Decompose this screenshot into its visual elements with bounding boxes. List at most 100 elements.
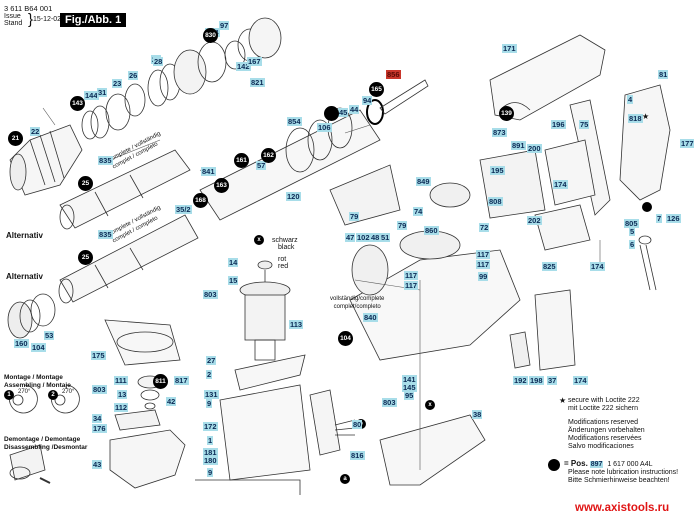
- callout-174-c[interactable]: 174: [573, 376, 588, 385]
- callout-835-b[interactable]: 835: [98, 230, 113, 239]
- callout-14[interactable]: 14: [228, 258, 239, 267]
- callout-1[interactable]: 1: [207, 436, 214, 445]
- callout-117-b[interactable]: 117: [476, 260, 491, 269]
- callout-181[interactable]: 181: [203, 448, 218, 457]
- callout-161[interactable]: 161: [234, 153, 249, 168]
- callout-200[interactable]: 200: [527, 144, 542, 153]
- callout-175[interactable]: 175: [91, 351, 106, 360]
- callout-830[interactable]: 830: [203, 28, 218, 43]
- callout-145[interactable]: 145: [402, 383, 417, 392]
- callout-803-c[interactable]: 803: [382, 398, 397, 407]
- callout-43[interactable]: 43: [92, 460, 103, 469]
- callout-25-a[interactable]: 25: [78, 176, 93, 191]
- callout-74[interactable]: 74: [413, 207, 424, 216]
- callout-849[interactable]: 849: [416, 177, 431, 186]
- callout-195[interactable]: 195: [490, 166, 505, 175]
- callout-805[interactable]: 805: [624, 219, 639, 228]
- callout-97[interactable]: 97: [219, 21, 230, 30]
- callout-117-d[interactable]: 117: [404, 281, 419, 290]
- callout-176[interactable]: 176: [92, 424, 107, 433]
- callout-48[interactable]: 48: [370, 233, 381, 242]
- callout-891[interactable]: 891: [511, 141, 526, 150]
- callout-27[interactable]: 27: [206, 356, 217, 365]
- callout-841[interactable]: 841: [201, 167, 216, 176]
- callout-168[interactable]: 168: [193, 193, 208, 208]
- callout-142[interactable]: 142: [236, 62, 251, 71]
- callout-57[interactable]: 57: [256, 161, 267, 170]
- callout-144[interactable]: 144: [84, 91, 99, 100]
- callout-174-b[interactable]: 174: [590, 262, 605, 271]
- callout-141[interactable]: 141: [402, 375, 417, 384]
- callout-162[interactable]: 162: [261, 148, 276, 163]
- callout-104-a[interactable]: 104: [31, 343, 46, 352]
- callout-825[interactable]: 825: [542, 262, 557, 271]
- callout-821[interactable]: 821: [250, 78, 265, 87]
- callout-177[interactable]: 177: [680, 139, 694, 148]
- callout-80[interactable]: 80: [352, 420, 363, 429]
- callout-854[interactable]: 854: [287, 117, 302, 126]
- website-watermark[interactable]: www.axistools.ru: [575, 502, 670, 514]
- callout-198[interactable]: 198: [529, 376, 544, 385]
- callout-79-b[interactable]: 79: [397, 221, 408, 230]
- callout-106[interactable]: 106: [317, 123, 332, 132]
- callout-192[interactable]: 192: [513, 376, 528, 385]
- callout-15[interactable]: 15: [228, 276, 239, 285]
- callout-840[interactable]: 840: [363, 313, 378, 322]
- callout-803-a[interactable]: 803: [92, 385, 107, 394]
- callout-95[interactable]: 95: [404, 391, 415, 400]
- callout-23[interactable]: 23: [112, 79, 123, 88]
- callout-139[interactable]: 139: [499, 106, 514, 121]
- callout-835-a[interactable]: 835: [98, 156, 113, 165]
- callout-860[interactable]: 860: [424, 226, 439, 235]
- callout-99[interactable]: 99: [478, 272, 489, 281]
- callout-26-top[interactable]: 26: [128, 71, 139, 80]
- callout-53[interactable]: 53: [44, 331, 55, 340]
- callout-51[interactable]: 51: [380, 233, 391, 242]
- callout-817[interactable]: 817: [174, 376, 189, 385]
- callout-104-b[interactable]: 104: [338, 331, 353, 346]
- callout-167[interactable]: 167: [247, 57, 262, 66]
- callout-2[interactable]: 2: [206, 370, 213, 379]
- callout-75[interactable]: 75: [579, 120, 590, 129]
- callout-202[interactable]: 202: [527, 216, 542, 225]
- callout-72[interactable]: 72: [479, 223, 490, 232]
- callout-47[interactable]: 47: [345, 233, 356, 242]
- callout-21[interactable]: 21: [8, 131, 23, 146]
- callout-35-2[interactable]: 35/2: [175, 205, 192, 214]
- callout-112[interactable]: 112: [114, 403, 129, 412]
- callout-171[interactable]: 171: [502, 44, 517, 53]
- callout-180[interactable]: 180: [203, 456, 218, 465]
- pos-number[interactable]: 897: [589, 461, 604, 468]
- callout-22[interactable]: 22: [30, 127, 41, 136]
- callout-45[interactable]: 45: [338, 108, 349, 117]
- callout-9-b[interactable]: 9: [207, 468, 214, 477]
- callout-120[interactable]: 120: [286, 192, 301, 201]
- callout-13[interactable]: 13: [117, 390, 128, 399]
- callout-9-a[interactable]: 9: [206, 399, 213, 408]
- callout-79-a[interactable]: 79: [349, 212, 360, 221]
- callout-31[interactable]: 31: [97, 88, 108, 97]
- callout-856-highlighted[interactable]: 856: [386, 70, 401, 79]
- callout-165[interactable]: 165: [369, 82, 384, 97]
- callout-117-c[interactable]: 117: [404, 271, 419, 280]
- callout-34[interactable]: 34: [92, 414, 103, 423]
- callout-25-b[interactable]: 25: [78, 250, 93, 265]
- callout-5[interactable]: 5: [629, 227, 636, 236]
- callout-4[interactable]: 4: [627, 95, 634, 104]
- callout-28[interactable]: 28: [153, 57, 164, 66]
- callout-873[interactable]: 873: [492, 128, 507, 137]
- callout-102[interactable]: 102: [356, 233, 371, 242]
- callout-113[interactable]: 113: [289, 320, 304, 329]
- callout-196[interactable]: 196: [551, 120, 566, 129]
- callout-131[interactable]: 131: [204, 390, 219, 399]
- callout-163[interactable]: 163: [214, 178, 229, 193]
- callout-803-b[interactable]: 803: [203, 290, 218, 299]
- callout-7[interactable]: 7: [656, 214, 663, 223]
- callout-42[interactable]: 42: [166, 397, 177, 406]
- callout-81[interactable]: 81: [658, 70, 669, 79]
- callout-94[interactable]: 94: [362, 96, 373, 105]
- callout-143[interactable]: 143: [70, 96, 85, 111]
- callout-111[interactable]: 111: [114, 376, 128, 385]
- callout-174-a[interactable]: 174: [553, 180, 568, 189]
- callout-44[interactable]: 44: [349, 105, 360, 114]
